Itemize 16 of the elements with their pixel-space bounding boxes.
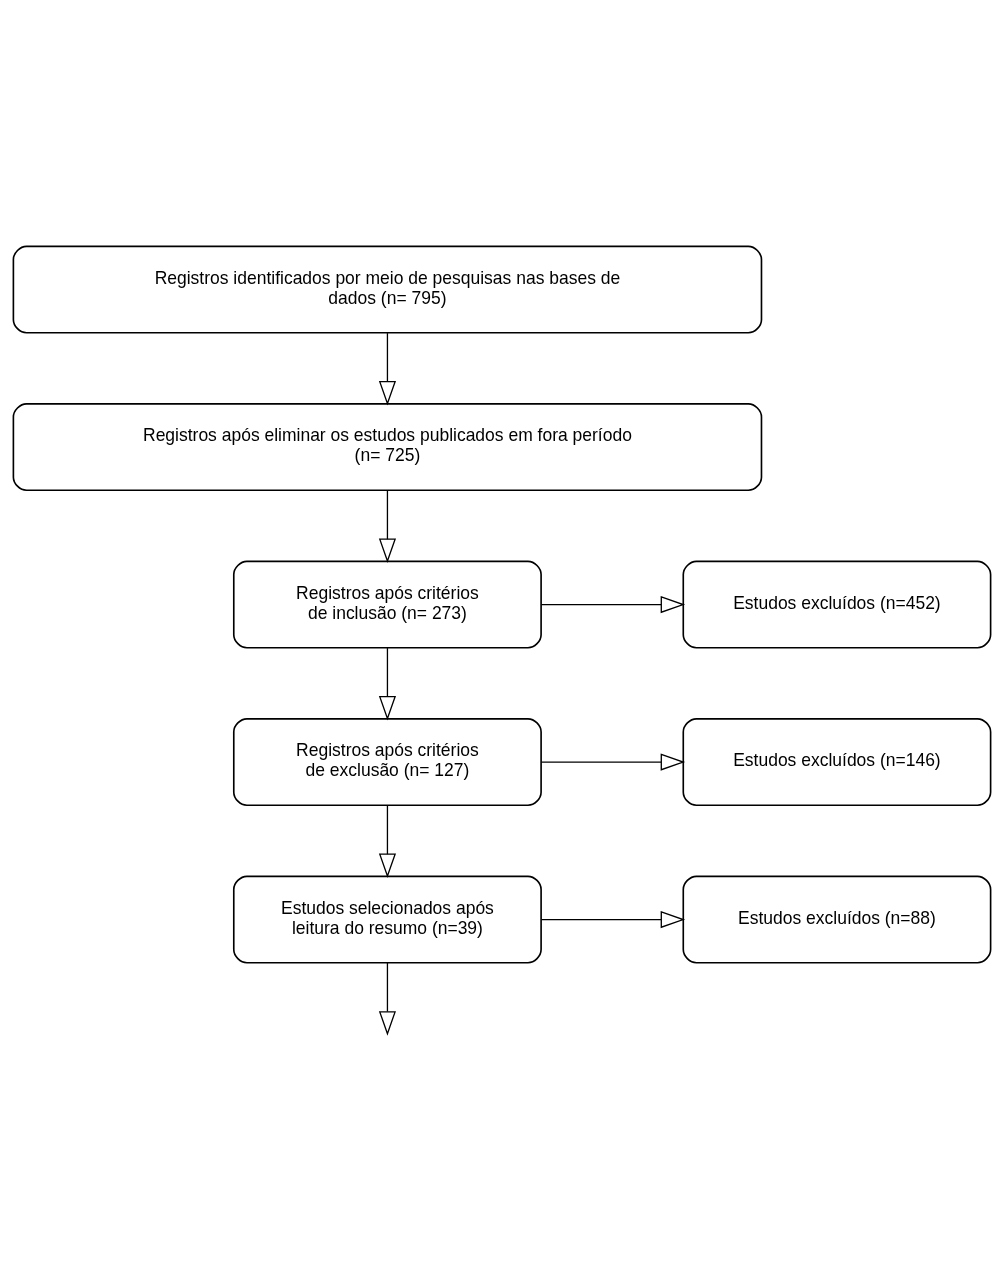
node-box: Estudos excluídos (n=452) — [681, 560, 991, 649]
arrow — [378, 647, 396, 721]
node-box: Registros após critérios de exclusão (n= 127) — [232, 718, 542, 807]
arrow — [378, 962, 396, 1036]
node-box: Registros identificados por meio de pesquisas nas bases de dados (n= 795) — [12, 245, 762, 334]
arrow — [540, 753, 685, 771]
node-box: Estudos selecionados após leitura do resumo (n=39) — [232, 875, 542, 964]
arrow — [540, 910, 685, 929]
node-box: Estudos excluídos (n=88) — [681, 875, 991, 964]
arrow — [378, 489, 396, 564]
arrow — [378, 332, 396, 406]
node-box: Registros após eliminar os estudos publicados em fora período (n= 725) — [12, 403, 762, 492]
node-box: Estudos excluídos (n=146) — [681, 718, 991, 807]
arrow — [378, 804, 396, 879]
arrow — [540, 596, 685, 614]
node-box: Registros após critérios de inclusão (n= 273) — [232, 560, 542, 649]
